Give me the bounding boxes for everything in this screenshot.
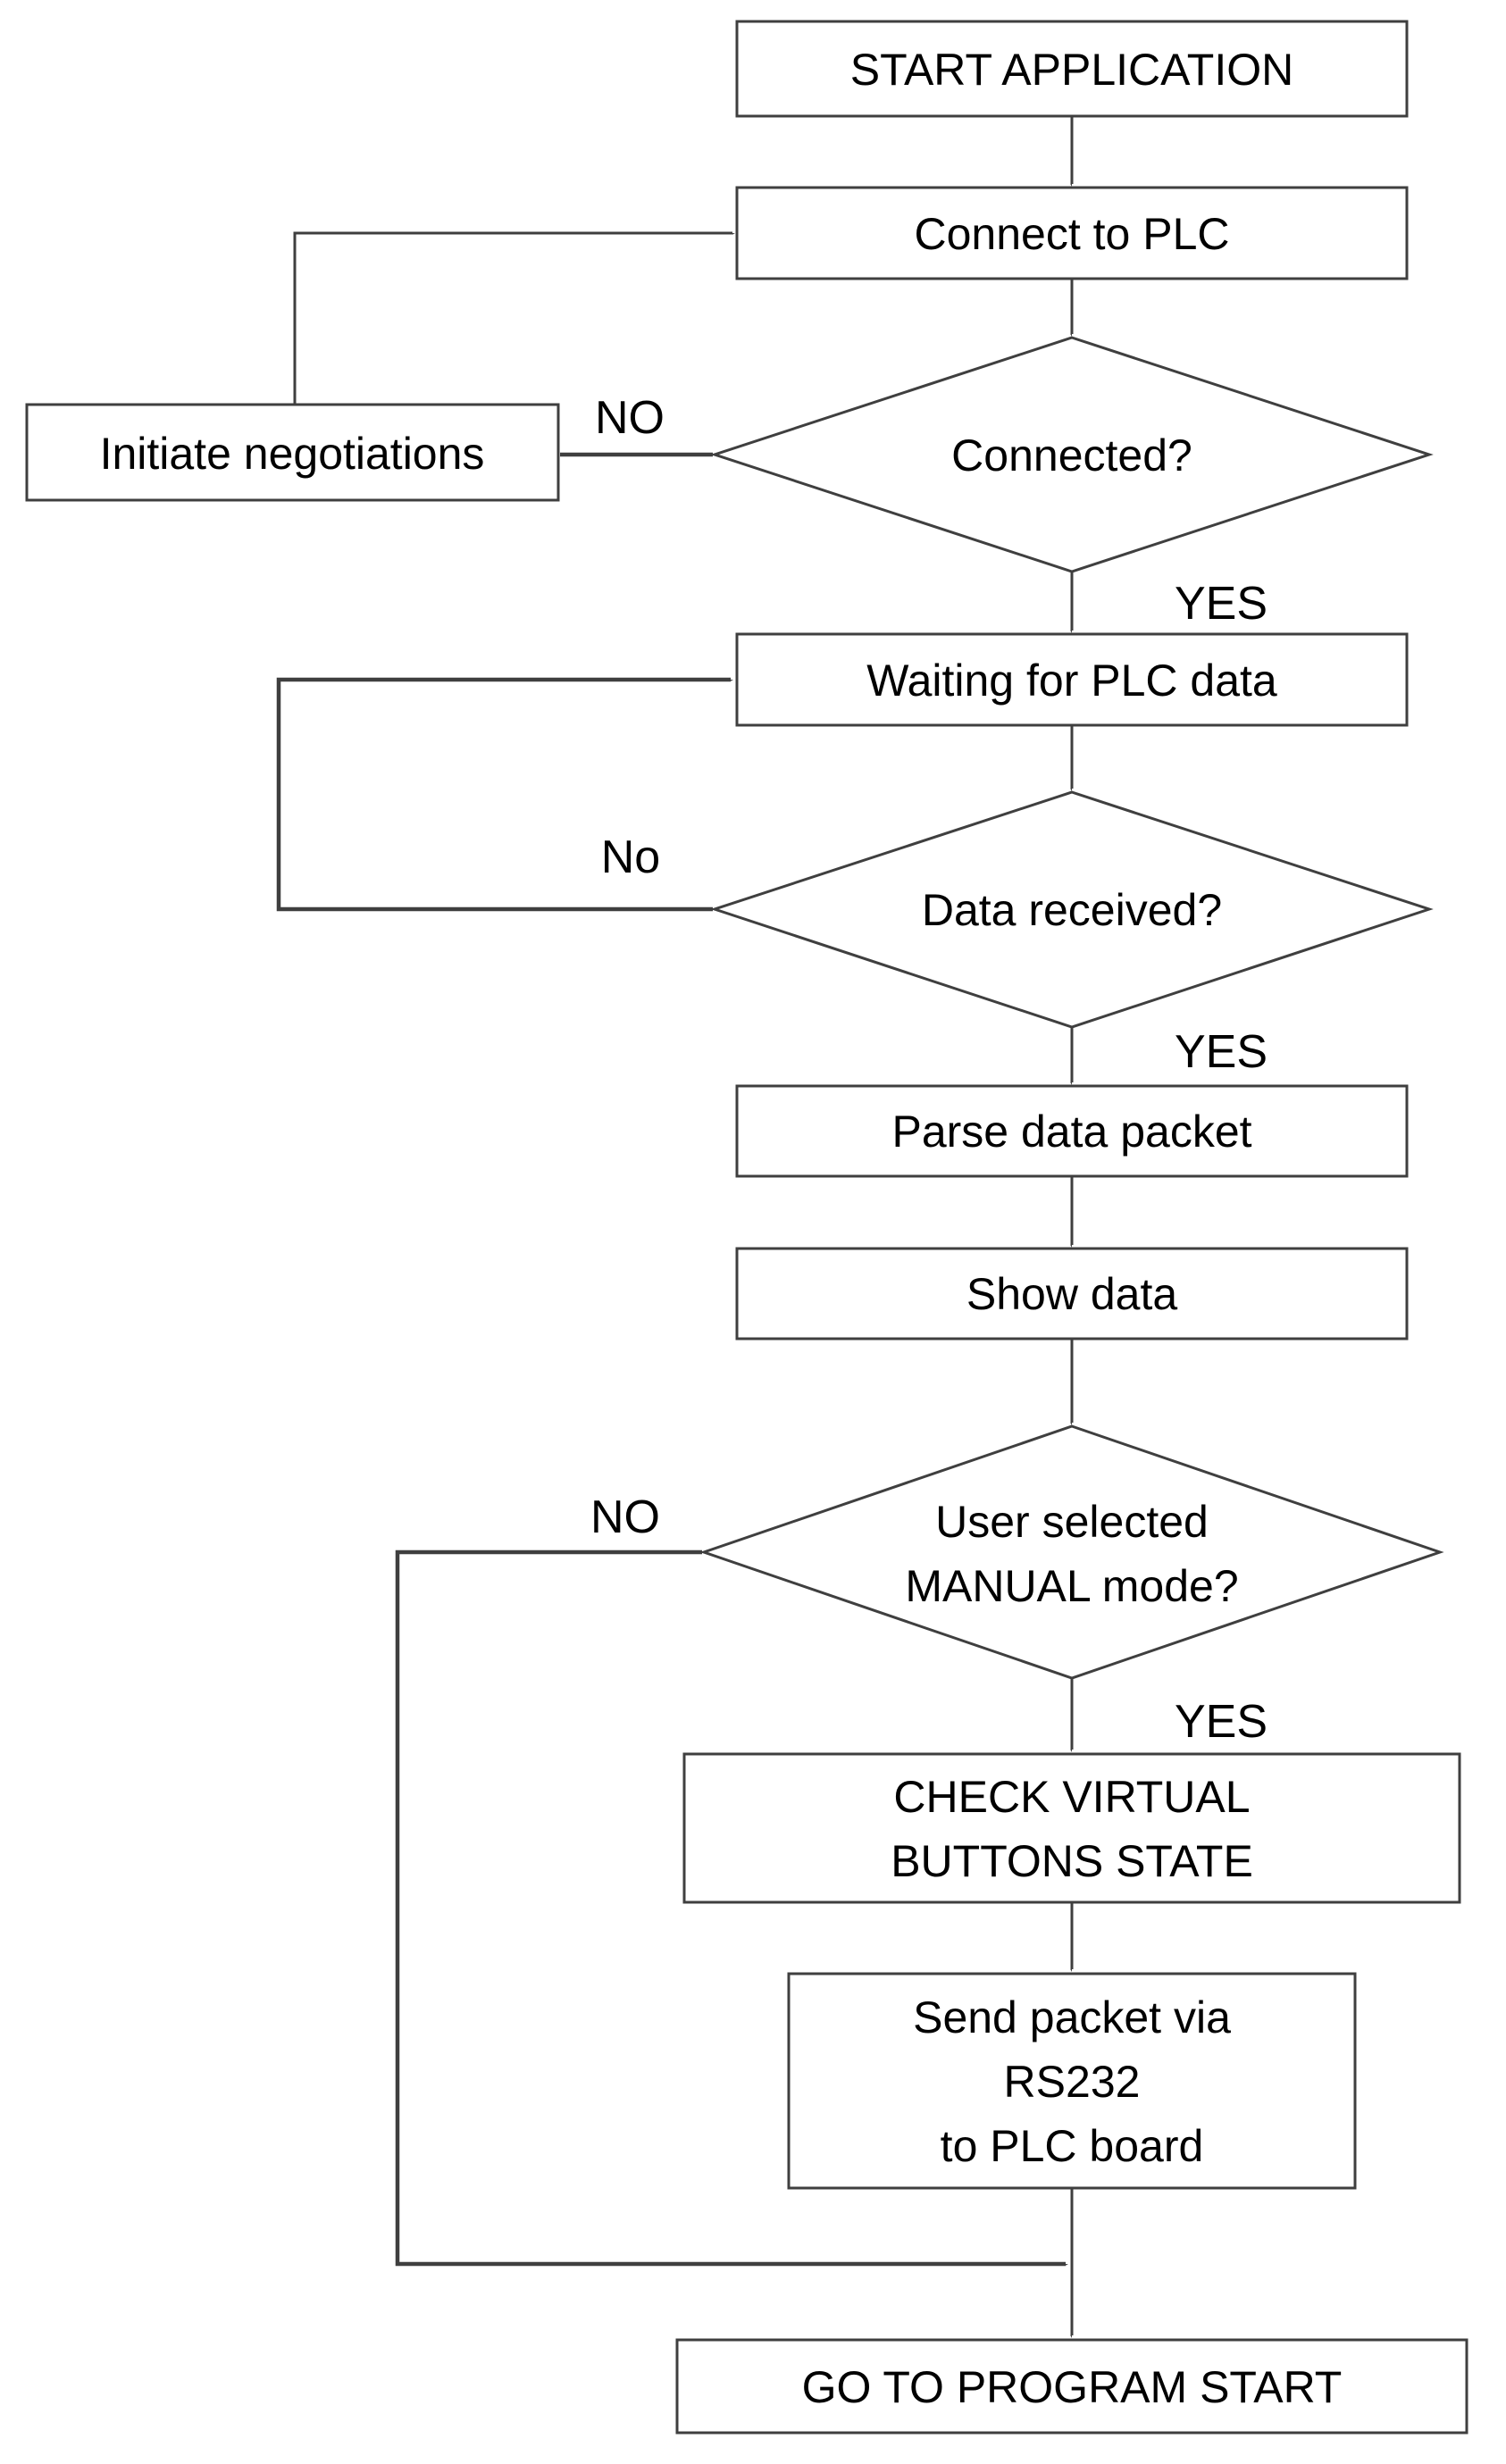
- node-parse-data-packet: [735, 1084, 1409, 1178]
- label-initiate-negotiations: Initiate negotiations: [100, 429, 485, 479]
- node-connected-decision: [710, 336, 1434, 573]
- label-start-application: START APPLICATION: [850, 45, 1293, 95]
- edge-labels: NO YES No YES NO YES: [590, 392, 1268, 1748]
- edge-label-received-yes: YES: [1175, 1026, 1268, 1078]
- label-connected: Connected?: [951, 430, 1192, 480]
- edge-label-manual-no: NO: [590, 1491, 660, 1543]
- edge-initiate-to-connect: [293, 231, 732, 405]
- label-waiting-for-plc-data: Waiting for PLC data: [866, 656, 1277, 706]
- edge-label-connected-no: NO: [595, 392, 665, 444]
- label-manual-mode-line1: User selected: [935, 1497, 1209, 1547]
- node-connect-to-plc: [735, 186, 1409, 280]
- edge-received-no-to-waiting: [276, 677, 731, 912]
- node-show-data: [735, 1247, 1409, 1341]
- label-show-data: Show data: [966, 1269, 1177, 1319]
- label-parse-data-packet: Parse data packet: [891, 1107, 1251, 1157]
- label-data-received: Data received?: [922, 885, 1222, 935]
- label-send-packet-line2: RS232: [1004, 2057, 1141, 2107]
- label-check-virtual-line2: BUTTONS STATE: [891, 1836, 1253, 1886]
- node-manual-mode-decision: [699, 1424, 1444, 1680]
- edge-label-received-no: No: [601, 831, 660, 883]
- node-labels: START APPLICATION Connect to PLC Connect…: [100, 45, 1343, 2412]
- node-go-to-program-start: [675, 2338, 1468, 2435]
- label-check-virtual-line1: CHECK VIRTUAL: [893, 1772, 1250, 1822]
- node-check-virtual-buttons: [682, 1752, 1461, 1904]
- node-send-packet-rs232: [787, 1972, 1357, 2190]
- node-start-application: [735, 20, 1409, 118]
- edge-label-manual-yes: YES: [1175, 1696, 1268, 1748]
- edge-manual-no-to-goto: [395, 1549, 1066, 2264]
- node-data-received-decision: [710, 790, 1434, 1029]
- label-connect-to-plc: Connect to PLC: [915, 209, 1230, 259]
- node-waiting-for-plc-data: [735, 632, 1409, 727]
- label-send-packet-line1: Send packet via: [913, 1992, 1231, 2042]
- node-shapes: [25, 20, 1468, 2435]
- label-go-to-program-start: GO TO PROGRAM START: [802, 2362, 1343, 2412]
- label-send-packet-line3: to PLC board: [941, 2121, 1204, 2171]
- connector-lines: [276, 117, 1074, 2335]
- label-manual-mode-line2: MANUAL mode?: [905, 1561, 1238, 1611]
- node-initiate-negotiations: [25, 403, 560, 502]
- edge-label-connected-yes: YES: [1175, 578, 1268, 630]
